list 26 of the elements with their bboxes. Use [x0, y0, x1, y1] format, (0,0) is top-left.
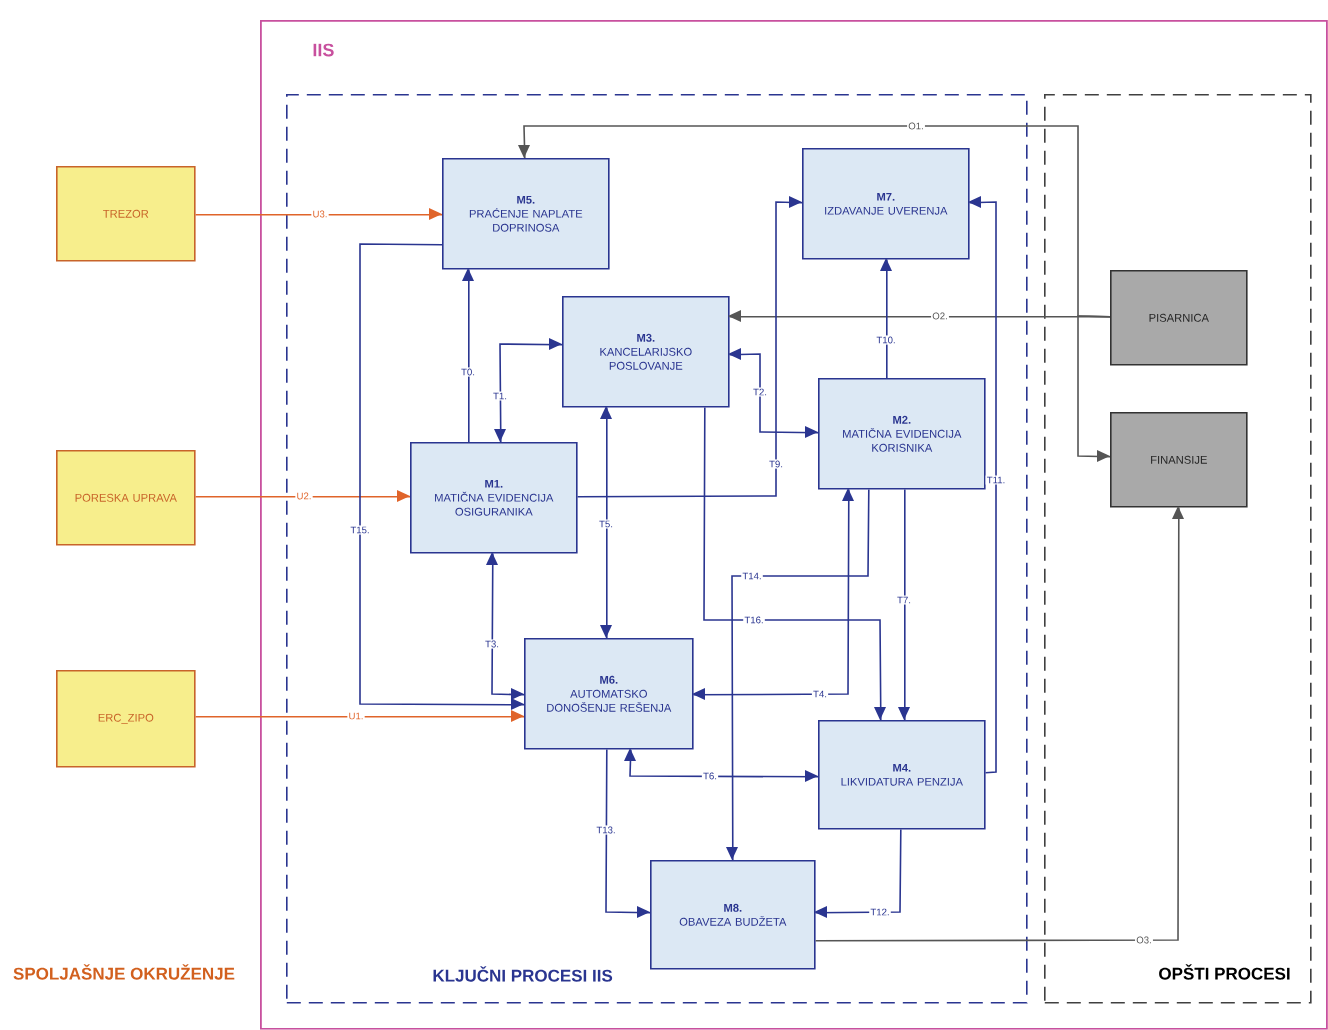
arrow	[880, 258, 892, 379]
arrow	[692, 488, 854, 700]
arrow	[968, 196, 997, 774]
arrow	[494, 338, 563, 443]
arrow	[814, 506, 1184, 942]
arrow	[486, 552, 525, 700]
frame-title: KLJUČNI PROCESI IIS	[433, 966, 613, 982]
arrow	[462, 268, 474, 443]
arrow	[728, 310, 1111, 322]
arrow	[726, 488, 870, 861]
frame-title: OPŠTI PROCESI	[1159, 964, 1290, 980]
arrow	[194, 490, 411, 502]
frame-title: IIS	[313, 43, 334, 57]
arrow	[359, 243, 525, 710]
region-label: SPOLJAŠNJE OKRUŽENJE	[13, 964, 235, 980]
arrow	[1077, 315, 1111, 462]
arrow	[194, 710, 525, 722]
arrow	[728, 348, 819, 438]
arrow	[898, 488, 910, 721]
arrow	[605, 748, 651, 918]
arrow	[814, 828, 902, 918]
arrow	[194, 208, 443, 220]
arrow	[624, 748, 819, 782]
arrow	[703, 406, 886, 721]
arrow	[576, 196, 803, 498]
arrow	[600, 406, 612, 639]
